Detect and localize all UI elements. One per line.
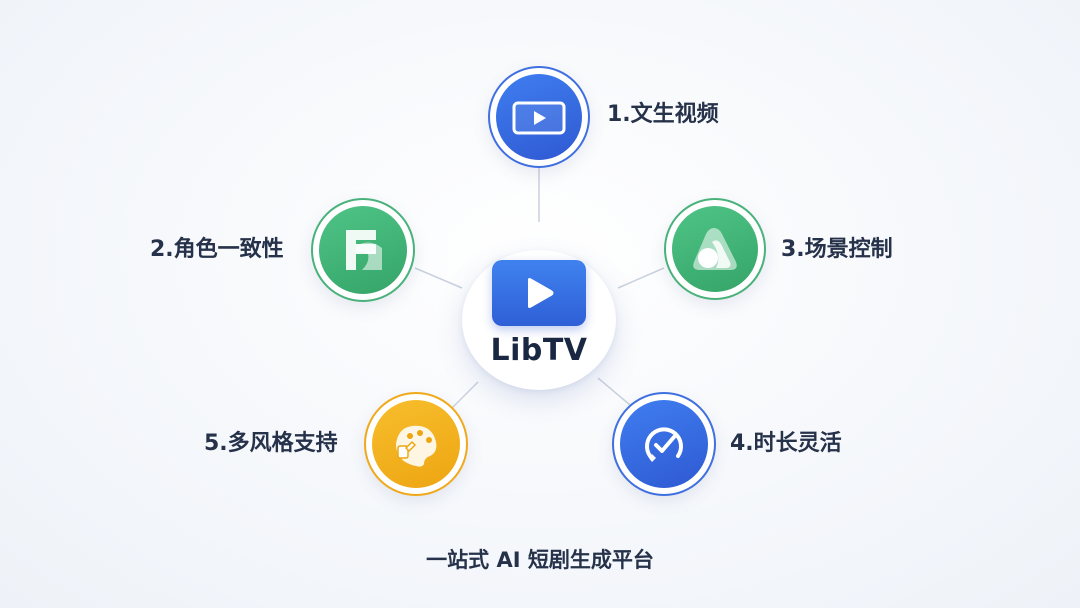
connector-line-3 xyxy=(617,267,665,289)
duration-gauge-icon xyxy=(645,427,683,462)
feature-label-multi-style: 5.多风格支持 xyxy=(204,431,338,456)
feature-disc-flexible-duration xyxy=(620,400,708,488)
feature-label-character-consistency: 2.角色一致性 xyxy=(150,237,284,262)
connector-line-2 xyxy=(414,267,463,289)
video-play-icon xyxy=(512,101,566,135)
feature-label-scene-control: 3.场景控制 xyxy=(781,237,893,262)
scene-mountain-icon xyxy=(693,228,737,270)
tagline: 一站式 AI 短剧生成平台 xyxy=(426,548,654,572)
connector-line-5 xyxy=(449,381,479,411)
center-logo-tile xyxy=(492,260,586,326)
feature-label-text-to-video: 1.文生视频 xyxy=(607,102,719,127)
character-layers-icon xyxy=(346,230,382,270)
style-palette-icon xyxy=(396,425,437,467)
feature-label-flexible-duration: 4.时长灵活 xyxy=(730,431,842,456)
play-icon xyxy=(528,278,554,308)
center-title: LibTV xyxy=(490,333,588,368)
